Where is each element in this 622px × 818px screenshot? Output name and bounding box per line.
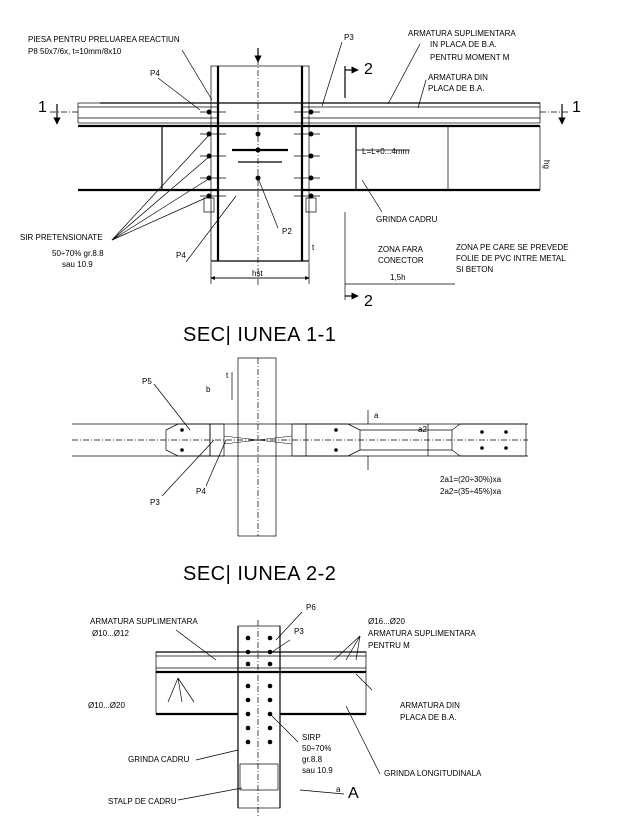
label-stalp: STALP DE CADRU (108, 797, 177, 806)
label-zona-1: ZONA FARA (378, 245, 424, 254)
label-a-num: A (348, 785, 359, 802)
label-h-dim: hg (542, 160, 551, 169)
label-zona-pe-1: ZONA PE CARE SE PREVEDE (456, 243, 568, 252)
section-mark-2-bottom: 2 (364, 293, 373, 310)
label-sirp-2: 50÷70% (302, 744, 331, 753)
label-sirp-4: sau 10.9 (302, 766, 333, 775)
label-piesa-2: P8 50x7/6x, t=10mm/8x10 (28, 47, 122, 56)
label-armatura-sup-left-1: ARMATURA SUPLIMENTARA (90, 617, 198, 626)
label-sirp-1: SIRP (302, 733, 321, 742)
bolt-row-left (200, 109, 226, 199)
label-diam-left: Ø10...Ø20 (88, 701, 125, 710)
label-armatura-sup-3: PENTRU MOMENT M (430, 53, 510, 62)
label-piesa-1: PIESA PENTRU PRELUAREA REACTIUN (28, 35, 180, 44)
label-hst: hst (252, 269, 263, 278)
section-mark-1-right: 1 (572, 99, 581, 116)
label-p5: P5 (142, 377, 152, 386)
label-armatura-din-1: ARMATURA DIN (428, 73, 488, 82)
label-l-dim: L=L+0...4mm (362, 147, 409, 156)
label-armatura-sup-right-1: ARMATURA SUPLIMENTARA (368, 629, 476, 638)
label-eq1: 2a1=(20÷30%)xa (440, 475, 502, 484)
section-title-1-1: SEC| IUNEA 1-1 (183, 324, 336, 346)
bolt-row-right (294, 109, 320, 199)
label-grinda-cadru-s33: GRINDA CADRU (128, 755, 190, 764)
section-2-2-drawing (72, 357, 528, 537)
label-armatura-sup-right-2: PENTRU M (368, 641, 410, 650)
section-3-drawing (155, 611, 381, 816)
label-armatura-din-2: PLACA DE B.A. (428, 84, 484, 93)
section-title-2-2: SEC| IUNEA 2-2 (183, 563, 336, 585)
label-p4-bottom-s11: P4 (176, 251, 186, 260)
section-mark-2-top: 2 (364, 61, 373, 78)
label-armatura-sup-left-2: Ø10...Ø12 (92, 629, 129, 638)
label-diam-right: Ø16...Ø20 (368, 617, 405, 626)
bolt-grid (245, 635, 273, 745)
section-1-1-drawing (50, 41, 570, 300)
label-sir-1: SIR PRETENSIONATE (20, 233, 103, 242)
label-zona-2: CONECTOR (378, 256, 424, 265)
label-armatura-din-2-s33: PLACA DE B.A. (400, 713, 456, 722)
label-t-dim: t (312, 243, 315, 252)
label-eq2: 2a2=(35÷45%)xa (440, 487, 502, 496)
label-grinda-long: GRINDA LONGITUDINALA (384, 769, 482, 778)
label-armatura-sup-2: IN PLACA DE B.A. (430, 40, 497, 49)
label-zona-dim: 1,5h (390, 273, 406, 282)
label-p6: P6 (306, 603, 316, 612)
label-b1: b (206, 385, 211, 394)
label-p4-top-s11: P4 (150, 69, 160, 78)
label-p2: P2 (282, 227, 292, 236)
label-p3-s11: P3 (344, 33, 354, 42)
label-armatura-din-1-s33: ARMATURA DIN (400, 701, 460, 710)
label-sir-3: sau 10.9 (62, 260, 93, 269)
label-sir-2: 50÷70% gr.8.8 (52, 249, 104, 258)
label-a-mark: a (336, 785, 341, 794)
label-grinda-cadru-s11: GRINDA CADRU (376, 215, 438, 224)
label-zona-pe-2: FOLIE DE PVC INTRE METAL (456, 254, 566, 263)
label-zona-pe-3: SI BETON (456, 265, 493, 274)
label-b2: t (226, 371, 229, 380)
label-armatura-sup-1: ARMATURA SUPLIMENTARA (408, 29, 516, 38)
label-d2: a2 (418, 425, 427, 434)
label-p4-s22: P4 (196, 487, 206, 496)
label-sirp-3: gr.8.8 (302, 755, 323, 764)
label-p3-s22: P3 (150, 498, 160, 507)
section-mark-1-left: 1 (38, 99, 47, 116)
label-d1: a (374, 411, 379, 420)
label-p3-s33: P3 (294, 627, 304, 636)
